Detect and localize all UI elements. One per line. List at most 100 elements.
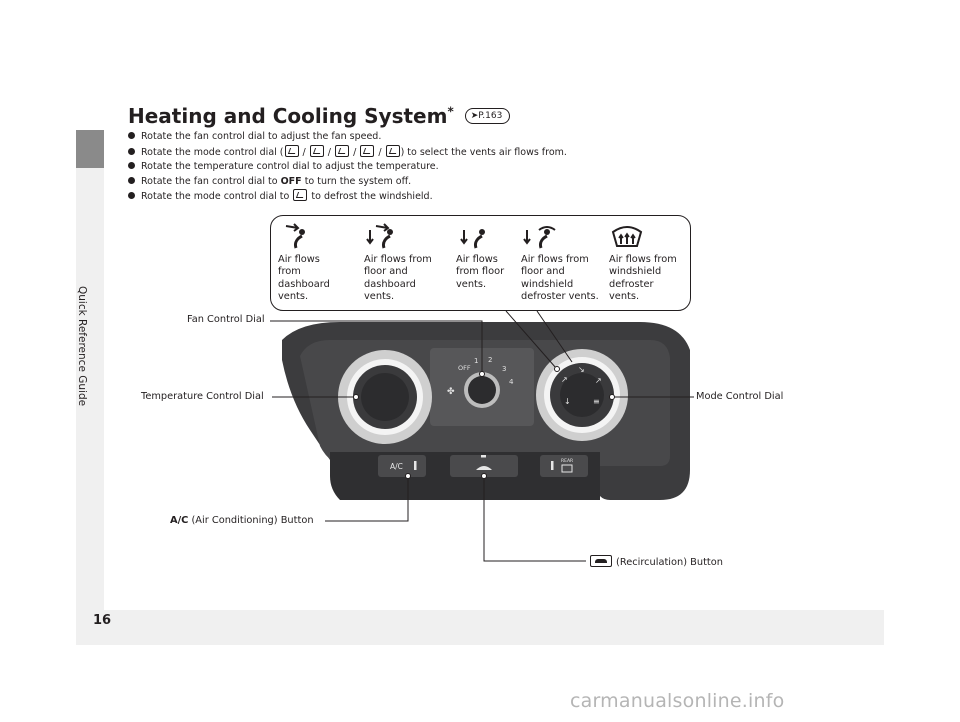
recirculation-icon (590, 555, 612, 567)
mode-text: vents. (456, 278, 487, 290)
reference-text: P.163 (478, 110, 503, 121)
recirculation-icon (476, 466, 492, 470)
mode-control-dial-label: Mode Control Dial (696, 391, 784, 402)
fan-control-dial[interactable] (468, 376, 496, 404)
instruction-text: Rotate the temperature control dial to a… (141, 161, 439, 173)
list-item: Rotate the mode control dial to to defro… (128, 189, 768, 205)
off-text: OFF (280, 175, 302, 187)
reference-arrow-icon: ➤ (470, 110, 479, 121)
leader-dots (353, 366, 615, 479)
fan-speed-4-label: 4 (509, 378, 514, 386)
mode-text: Air flows (278, 254, 320, 265)
fan-speed-3-label: 3 (502, 365, 506, 373)
mode-text: windshield (521, 278, 574, 290)
dashboard-vent-icon (285, 223, 305, 249)
bullet-icon (128, 192, 135, 200)
instruction-text: Rotate the mode control dial ( (141, 146, 284, 158)
mode-text: floor and (364, 266, 408, 278)
dial-floor-dashboard-vent-icon: ↘ (578, 365, 585, 374)
defroster-vent-icon (385, 144, 400, 157)
floor-dashboard-vent-icon (366, 223, 393, 249)
instruction-text: to defrost the windshield. (311, 191, 433, 203)
watermark: carmanualsonline.info (570, 690, 785, 712)
mode-callout-pointer-right (536, 310, 573, 363)
ac-button-caption: A/C (Air Conditioning) Button (170, 515, 314, 526)
mode-text: Air flows from (609, 254, 677, 265)
leader-lines (270, 310, 694, 562)
bullet-icon (128, 176, 135, 184)
recirc-indicator (481, 455, 486, 458)
ac-caption-bold: A/C (170, 515, 189, 526)
fan-speed-1-label: 1 (474, 357, 478, 365)
list-item: Rotate the mode control dial ( / / / / )… (128, 144, 768, 161)
mode-text: from (278, 266, 301, 278)
mode-text: Air flows (456, 254, 498, 265)
floor-dashboard-vent-icon (309, 144, 324, 157)
rear-defrost-icon (561, 464, 573, 473)
list-item: Rotate the fan control dial to adjust th… (128, 130, 768, 145)
mode-text: Air flows from (521, 254, 589, 265)
title-asterisk: * (447, 104, 454, 119)
list-item: Rotate the fan control dial to OFF to tu… (128, 175, 768, 190)
floor-defroster-vent-icon (523, 226, 556, 249)
rear-defroster-button[interactable] (540, 455, 588, 477)
instruction-list: Rotate the fan control dial to adjust th… (128, 130, 768, 205)
mode-text: dashboard (278, 278, 330, 290)
fan-off-label: OFF (458, 364, 471, 372)
recirc-leader-line (483, 478, 586, 562)
instruction-text: ) to select the vents air flows from. (400, 146, 567, 158)
instruction-text: Rotate the mode control dial to (141, 191, 290, 203)
sidebar-tab (76, 130, 104, 168)
separator: / (353, 146, 357, 158)
mode-text: dashboard (364, 278, 416, 290)
ac-caption-text: (Air Conditioning) Button (191, 515, 314, 526)
temperature-control-dial-label: Temperature Control Dial (141, 391, 264, 402)
floor-vent-icon (335, 144, 350, 157)
floor-vent-icon (460, 229, 485, 249)
fan-icon: ✤ (447, 387, 455, 397)
instruction-text: to turn the system off. (304, 175, 412, 187)
rear-indicator (551, 461, 554, 470)
rear-button-label: REAR (561, 458, 573, 464)
title-text: Heating and Cooling System (128, 104, 448, 128)
defroster-vent-icon (293, 189, 308, 202)
mode-text: vents. (609, 291, 640, 303)
bullet-icon (128, 147, 135, 155)
ac-leader-line (325, 478, 409, 522)
separator: / (327, 146, 331, 158)
list-item: Rotate the temperature control dial to a… (128, 160, 768, 175)
instruction-text: Rotate the fan control dial to adjust th… (141, 131, 382, 142)
mode-dial-knob (560, 373, 604, 417)
recirc-caption-text: (Recirculation) Button (616, 557, 723, 568)
bullet-icon (128, 132, 135, 139)
mode-text: floor and (521, 266, 565, 278)
mode-callout-pointer-left (505, 310, 557, 369)
temperature-dial-knob (361, 373, 409, 421)
ac-button-label: A/C (390, 462, 403, 471)
mode-text: defroster (609, 278, 654, 290)
mode-text: vents. (364, 291, 395, 303)
footer-bar (104, 610, 884, 645)
dashboard-vent-icon (284, 144, 299, 157)
page-number: 16 (93, 613, 112, 628)
page-reference-link[interactable]: ➤P.163 (464, 107, 511, 124)
mode-text: vents. (278, 291, 309, 303)
defroster-vent-icon (611, 226, 643, 247)
mode-text: from floor (456, 266, 505, 278)
dial-floor-defroster-vent-icon: ↗ (595, 376, 602, 385)
fan-leader-line (270, 320, 483, 372)
mode-text: Air flows from (364, 254, 432, 265)
page-title: Heating and Cooling System* ➤P.163 (128, 104, 511, 128)
separator: / (302, 146, 306, 158)
mode-text: windshield (609, 266, 662, 278)
dial-floor-vent-icon: ↓ (564, 397, 571, 406)
ac-button[interactable] (378, 455, 426, 477)
mode-text: defroster vents. (521, 291, 599, 303)
recirculation-button-caption: (Recirculation) Button (590, 555, 723, 568)
floor-defroster-vent-icon (360, 144, 375, 157)
